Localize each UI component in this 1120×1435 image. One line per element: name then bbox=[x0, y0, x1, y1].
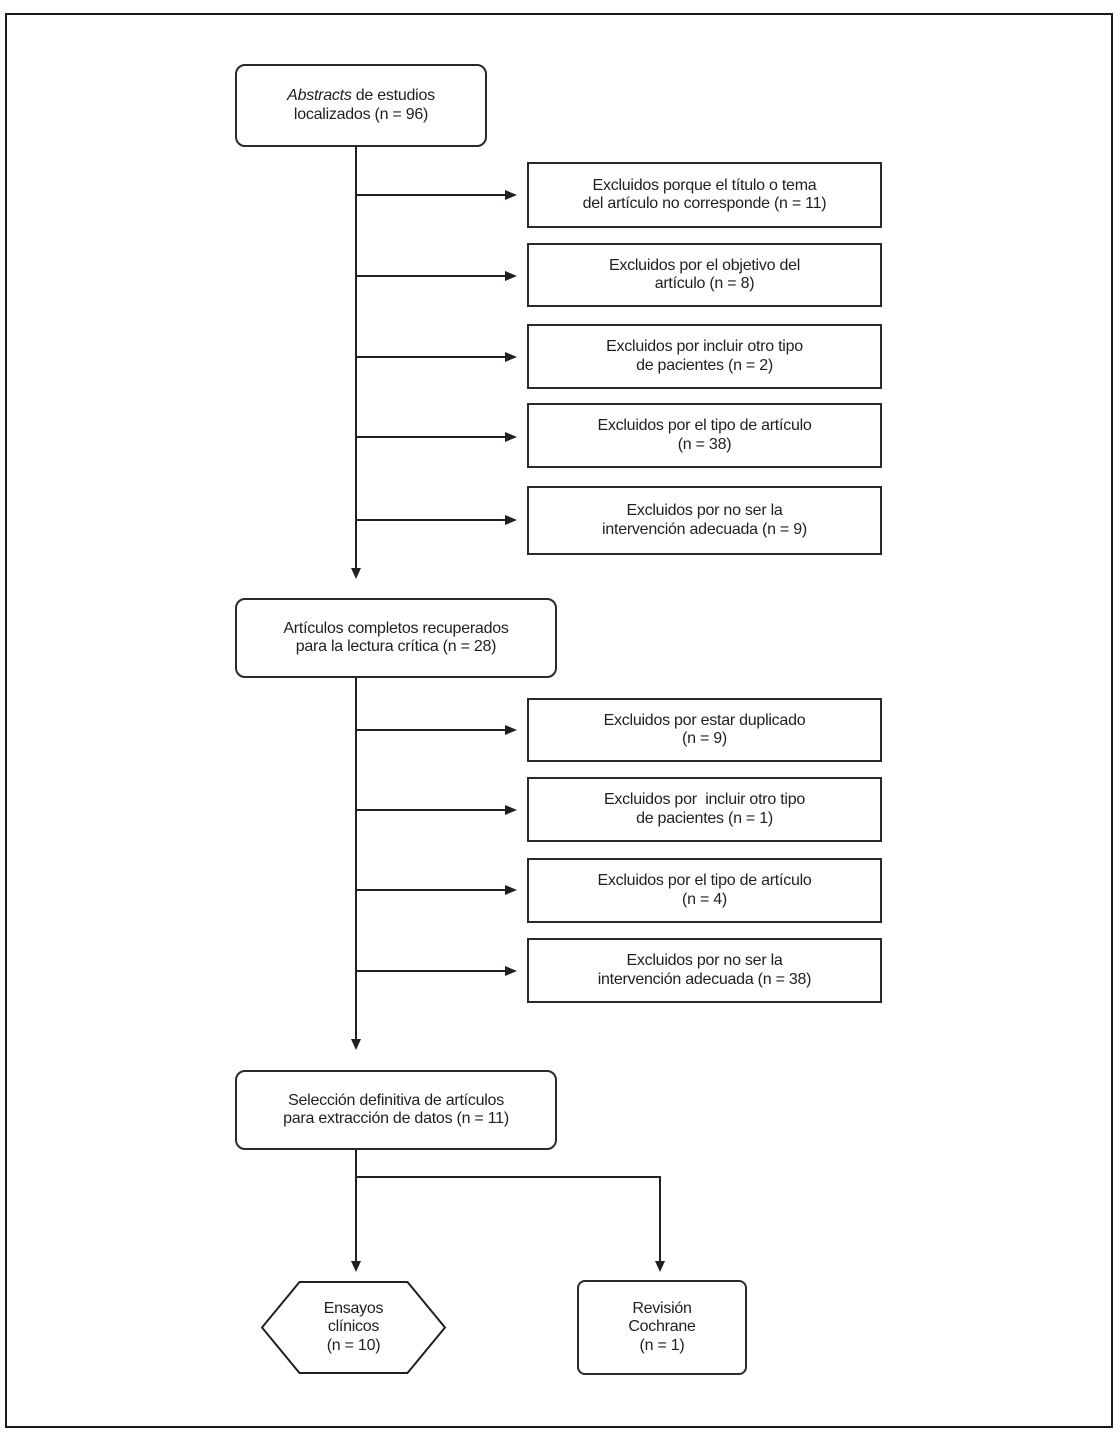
revision-line1: Revisión bbox=[632, 1299, 692, 1317]
excl1-line1: Excluidos porque el título o tema bbox=[592, 176, 817, 194]
node-abstracts-line1: Abstracts de estudios bbox=[287, 87, 435, 106]
node-excluded-article-type-2: Excluidos por el tipo de artículo (n = 4… bbox=[527, 858, 882, 923]
excl3-line1: Excluidos por incluir otro tipo bbox=[606, 338, 803, 355]
branch-line-3 bbox=[356, 356, 506, 358]
connector-main-1 bbox=[355, 147, 357, 570]
branch-line-9 bbox=[356, 970, 506, 972]
connector-split-horizontal bbox=[355, 1176, 661, 1178]
excl2-line2: artículo (n = 8) bbox=[654, 275, 755, 292]
excl8-line2: (n = 4) bbox=[682, 890, 727, 908]
node-excluded-article-type-1: Excluidos por el tipo de artículo (n = 3… bbox=[527, 403, 882, 468]
node-excluded-objective: Excluidos por el objetivo del artículo (… bbox=[527, 243, 882, 307]
seleccion-line1: Selección definitiva de artículos bbox=[288, 1091, 504, 1109]
articulos-line1: Artículos completos recuperados bbox=[283, 619, 509, 637]
branch-line-8 bbox=[356, 889, 506, 891]
node-abstracts: Abstracts de estudios localizados (n = 9… bbox=[235, 64, 487, 147]
excl2-line1: Excluidos por el objetivo del bbox=[608, 256, 801, 274]
arrowhead-down-left bbox=[351, 1261, 361, 1272]
articulos-line2: para la lectura crítica (n = 28) bbox=[295, 638, 497, 655]
node-excluded-intervention-2: Excluidos por no ser la intervención ade… bbox=[527, 938, 882, 1003]
connector-split-stem bbox=[355, 1150, 357, 1178]
node-excluded-patient-type-1: Excluidos por incluir otro tipo de pacie… bbox=[527, 324, 882, 389]
branch-arrowhead-1 bbox=[505, 190, 517, 200]
arrowhead-down-right bbox=[655, 1261, 665, 1272]
branch-arrowhead-2 bbox=[505, 271, 517, 281]
ensayos-line3: (n = 10) bbox=[326, 1336, 381, 1354]
arrowhead-down-1 bbox=[351, 568, 361, 579]
ensayos-line2: clínicos bbox=[327, 1318, 380, 1336]
connector-split-right bbox=[659, 1176, 661, 1262]
branch-arrowhead-4 bbox=[505, 432, 517, 442]
excl9-line1: Excluidos por no ser la bbox=[626, 952, 783, 969]
excl3-line2: de pacientes (n = 2) bbox=[636, 356, 773, 374]
node-excluded-patient-type-2: Excluidos por incluir otro tipo de pacie… bbox=[527, 777, 882, 842]
node-articulos-completos: Artículos completos recuperados para la … bbox=[235, 598, 557, 678]
branch-arrowhead-6 bbox=[505, 725, 517, 735]
excl5-line2: intervención adecuada (n = 9) bbox=[602, 520, 807, 538]
branch-line-2 bbox=[356, 275, 506, 277]
excl4-line1: Excluidos por el tipo de artículo bbox=[597, 417, 812, 434]
excl8-line1: Excluidos por el tipo de artículo bbox=[597, 872, 812, 889]
excl7-line1: Excluidos por incluir otro tipo bbox=[604, 791, 805, 808]
branch-line-6 bbox=[356, 729, 506, 731]
node-ensayos-clinicos: Ensayos clínicos (n = 10) bbox=[260, 1280, 447, 1375]
branch-arrowhead-5 bbox=[505, 515, 517, 525]
seleccion-line2: para extracción de datos (n = 11) bbox=[283, 1110, 509, 1127]
branch-arrowhead-7 bbox=[505, 805, 517, 815]
node-abstracts-line2: localizados (n = 96) bbox=[293, 105, 429, 123]
figure-border bbox=[5, 13, 1113, 1428]
revision-line2: Cochrane bbox=[628, 1318, 696, 1336]
hexagon-shape bbox=[260, 1281, 447, 1374]
abstracts-italic-word: Abstracts bbox=[287, 87, 352, 104]
excl9-line2: intervención adecuada (n = 38) bbox=[597, 970, 812, 988]
excl4-line2: (n = 38) bbox=[677, 435, 732, 453]
branch-line-5 bbox=[356, 519, 506, 521]
branch-line-7 bbox=[356, 809, 506, 811]
abstracts-rest: de estudios bbox=[351, 87, 435, 104]
node-seleccion-definitiva: Selección definitiva de artículos para e… bbox=[235, 1070, 557, 1150]
arrowhead-down-2 bbox=[351, 1039, 361, 1050]
excl6-line1: Excluidos por estar duplicado bbox=[603, 711, 806, 729]
ensayos-line1: Ensayos bbox=[323, 1299, 384, 1317]
node-excluded-title-theme: Excluidos porque el título o tema del ar… bbox=[527, 162, 882, 228]
branch-arrowhead-8 bbox=[505, 885, 517, 895]
connector-main-2 bbox=[355, 678, 357, 1040]
branch-arrowhead-3 bbox=[505, 352, 517, 362]
excl1-line2: del artículo no corresponde (n = 11) bbox=[582, 195, 827, 212]
excl6-line2: (n = 9) bbox=[682, 730, 727, 747]
node-excluded-intervention-1: Excluidos por no ser la intervención ade… bbox=[527, 486, 882, 555]
connector-split-left bbox=[355, 1176, 357, 1262]
ensayos-text: Ensayos clínicos (n = 10) bbox=[260, 1280, 447, 1375]
branch-line-4 bbox=[356, 436, 506, 438]
revision-line3: (n = 1) bbox=[639, 1336, 685, 1354]
node-revision-cochrane: Revisión Cochrane (n = 1) bbox=[577, 1280, 747, 1375]
excl5-line1: Excluidos por no ser la bbox=[626, 502, 783, 519]
branch-line-1 bbox=[356, 194, 506, 196]
node-excluded-duplicated: Excluidos por estar duplicado (n = 9) bbox=[527, 698, 882, 762]
branch-arrowhead-9 bbox=[505, 966, 517, 976]
excl7-line2: de pacientes (n = 1) bbox=[636, 809, 773, 827]
